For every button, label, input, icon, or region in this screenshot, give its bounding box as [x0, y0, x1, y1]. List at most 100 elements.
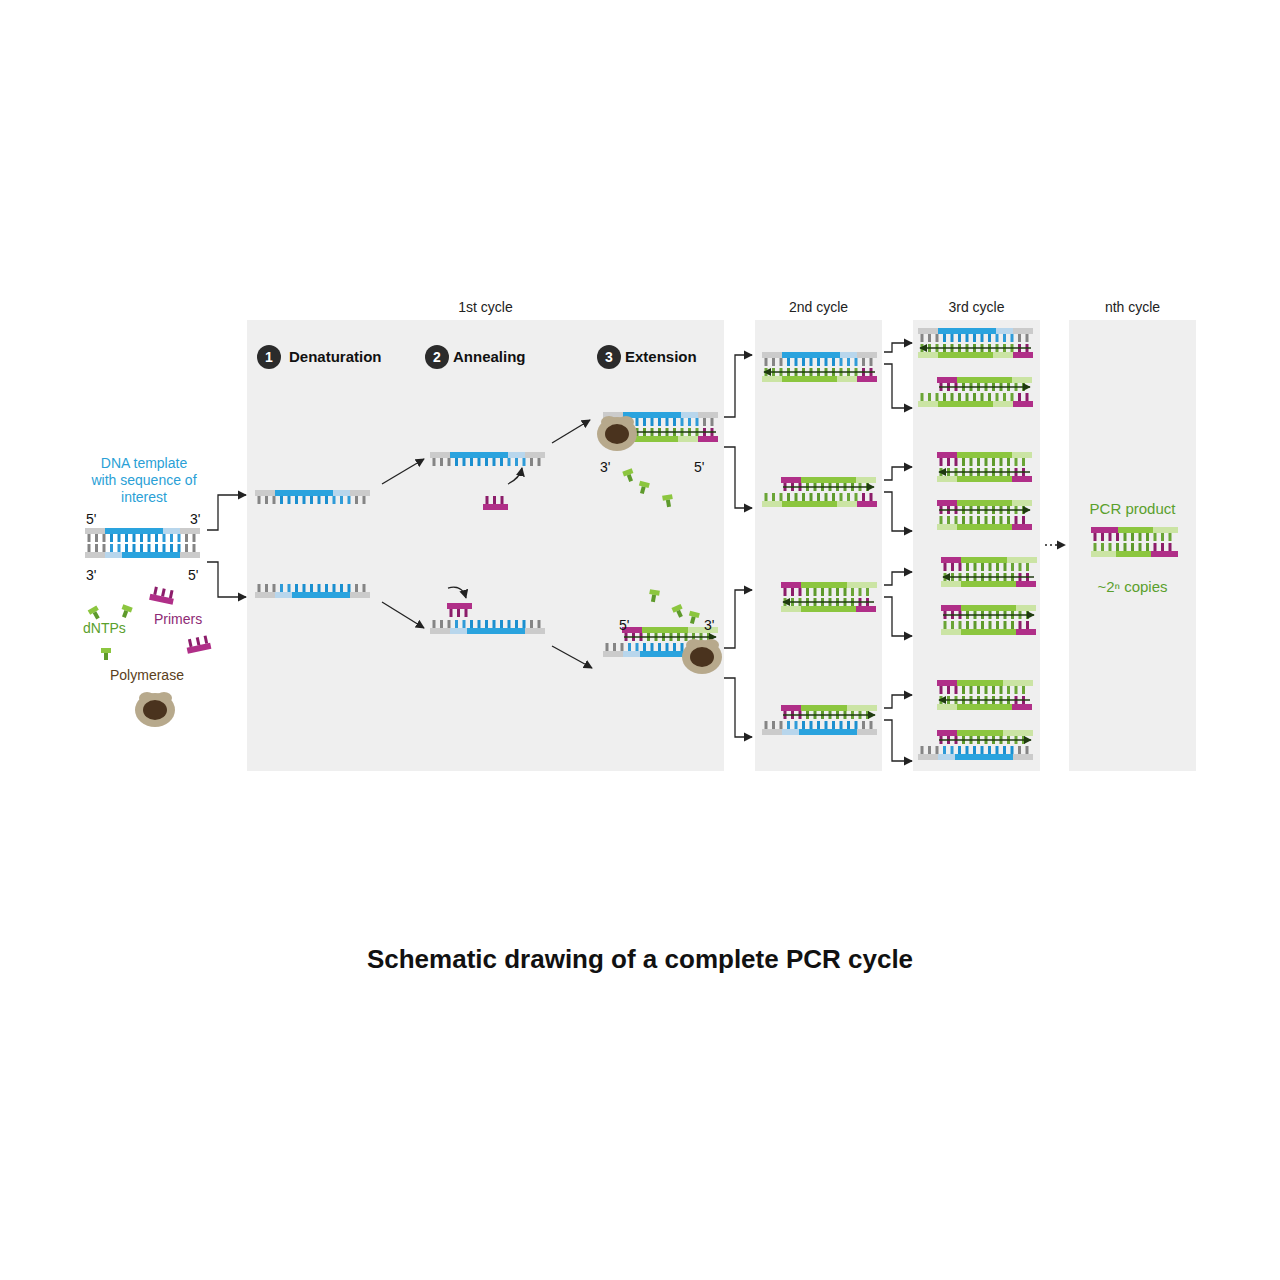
strand-part — [832, 721, 835, 729]
strand-part — [840, 358, 843, 366]
strand-part — [1022, 516, 1025, 524]
strand-part — [85, 528, 105, 534]
strand-part — [433, 458, 436, 466]
strand-part — [292, 592, 350, 598]
synthesis-arrow — [943, 576, 1034, 577]
strand-part — [1101, 533, 1104, 541]
strand-part — [857, 729, 877, 735]
strand-part — [801, 705, 847, 711]
strand-part — [280, 584, 283, 592]
strand-part — [762, 729, 782, 735]
strand-part — [1013, 754, 1033, 760]
strand-part — [673, 643, 676, 651]
strand-part — [941, 605, 961, 611]
step-number: 3 — [597, 345, 621, 369]
strand-part — [918, 401, 938, 407]
strand-part — [696, 418, 699, 426]
strand-part — [937, 730, 957, 736]
synthesis-arrow — [783, 714, 875, 715]
strand-part — [193, 534, 196, 542]
strand-part — [966, 334, 969, 342]
strand-part — [255, 490, 275, 496]
strand-part — [765, 721, 768, 729]
strand-part — [105, 528, 163, 534]
strand-part — [1019, 563, 1022, 571]
strand-part — [985, 516, 988, 524]
strand-part — [782, 729, 799, 735]
flow-arrow — [884, 364, 912, 408]
strand-part — [1000, 686, 1003, 694]
strand-part — [799, 729, 857, 735]
strand-part — [802, 721, 805, 729]
strand-part — [943, 334, 946, 342]
strand-part — [825, 493, 828, 501]
strand-part — [681, 412, 698, 418]
strand-part — [643, 418, 646, 426]
strand-part — [275, 490, 333, 496]
cycle-panel: 1st cycle — [247, 320, 724, 771]
strand-part — [957, 500, 1012, 506]
strand-part — [642, 627, 688, 633]
strand-part — [847, 705, 877, 711]
strand-part — [993, 352, 1013, 358]
strand-part — [966, 393, 969, 401]
strand-part — [977, 516, 980, 524]
strand-part — [1003, 730, 1033, 736]
flow-arrow — [884, 467, 912, 480]
strand-part — [957, 730, 1003, 736]
strand-part — [996, 563, 999, 571]
strand-part — [649, 589, 660, 596]
legend-label: dNTPs — [83, 620, 126, 637]
strand-part — [636, 418, 639, 426]
strand-part — [1146, 533, 1149, 541]
step-name: Extension — [625, 348, 697, 366]
strand-part — [333, 490, 350, 496]
strand-part — [847, 493, 850, 501]
strand-part — [485, 620, 488, 628]
strand-part — [163, 534, 166, 542]
strand-part — [1016, 605, 1036, 611]
strand-part — [847, 582, 877, 588]
strand-part — [295, 584, 298, 592]
step-name: Annealing — [453, 348, 526, 366]
strand-part — [140, 544, 143, 552]
dntp — [101, 648, 111, 660]
strand-part — [118, 534, 121, 542]
strand-part — [295, 496, 298, 504]
strand-part — [817, 358, 820, 366]
strand-part — [941, 581, 961, 587]
synthesis-arrow — [939, 471, 1030, 472]
strand-part — [1094, 543, 1097, 551]
legend-label: Primers — [154, 611, 202, 628]
flow-arrow — [884, 695, 912, 708]
strand-part — [981, 621, 984, 629]
strand-part — [450, 628, 467, 634]
strand-part — [1007, 516, 1010, 524]
strand-part — [762, 376, 782, 382]
strand-part — [688, 418, 691, 426]
strand-part — [153, 587, 158, 595]
strand-part — [450, 609, 453, 617]
strand-part — [1116, 533, 1119, 541]
strand-part — [1011, 746, 1014, 754]
strand-part — [985, 458, 988, 466]
strand-part — [678, 436, 698, 442]
strand-part — [957, 680, 1003, 686]
strand-part — [1011, 621, 1014, 629]
strand-part — [857, 376, 877, 382]
dntp — [622, 468, 636, 483]
strand-part — [606, 643, 609, 651]
strand-part — [1131, 543, 1134, 551]
strand-part — [122, 552, 180, 558]
strand-part — [110, 544, 113, 552]
strand-part — [265, 496, 268, 504]
strand-part — [662, 494, 673, 501]
strand-part — [973, 393, 976, 401]
panel-heading: nth cycle — [1049, 299, 1216, 315]
strand-part — [163, 528, 180, 534]
strand-part — [1154, 543, 1157, 551]
strand-part — [93, 611, 100, 619]
strand-part — [981, 334, 984, 342]
strand-part — [333, 584, 336, 592]
flow-arrow — [884, 572, 912, 585]
